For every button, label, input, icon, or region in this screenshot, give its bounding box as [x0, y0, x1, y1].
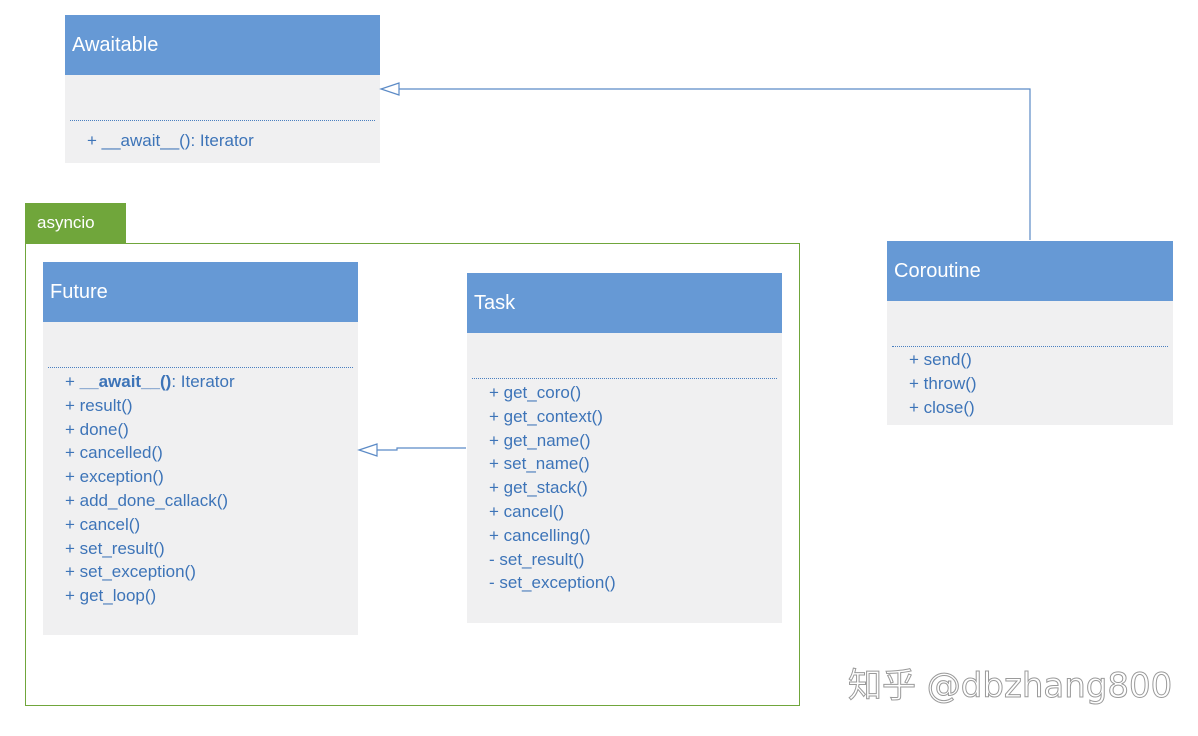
class-coroutine-header: Coroutine [887, 241, 1173, 301]
inheritance-arrowhead-icon [379, 82, 400, 96]
generalization-task-to-future [357, 443, 466, 457]
package-asyncio-frame [25, 243, 800, 706]
method-item: + set_exception() [65, 562, 196, 582]
class-future: Future + __await__(): Iterator + result(… [43, 262, 358, 635]
method-item: + add_done_callack() [65, 490, 229, 510]
method-item: + get_coro() [489, 383, 582, 402]
attribute-separator [892, 346, 1168, 347]
method-item: + get_loop() [65, 586, 157, 606]
class-future-name: Future [50, 280, 108, 303]
class-awaitable-name: Awaitable [72, 33, 159, 56]
method-item: - set_exception() [489, 573, 616, 593]
package-tab-asyncio: asyncio [25, 203, 126, 244]
method-item: - set_result() [489, 549, 585, 569]
method-item: + get_context() [489, 406, 603, 426]
method-item: + close() [909, 397, 975, 417]
class-task: Task + get_coro() + get_context() + get_… [467, 273, 782, 623]
class-future-methods: + __await__(): Iterator + result() + don… [65, 370, 235, 608]
package-name: asyncio [37, 213, 95, 232]
class-awaitable-header: Awaitable [65, 15, 380, 75]
method-item: + set_name() [489, 454, 590, 474]
watermark: 知乎 @dbzhang800 [847, 666, 1173, 707]
method-visibility: + [65, 372, 80, 391]
method-item: + get_stack() [489, 478, 588, 498]
class-coroutine: Coroutine + send() + throw() + close() [887, 241, 1173, 425]
method-item: + cancel() [65, 514, 141, 534]
method-item-await: + __await__(): Iterator [65, 370, 235, 394]
method-item: + exception() [65, 467, 164, 487]
class-future-header: Future [43, 262, 358, 322]
class-task-name: Task [474, 291, 516, 314]
method-item: + get_name() [489, 430, 591, 450]
attribute-separator [70, 120, 375, 121]
method-item: + set_result() [65, 538, 165, 558]
class-coroutine-name: Coroutine [894, 259, 981, 282]
class-awaitable: Awaitable + __await__(): Iterator [65, 15, 380, 163]
method-item: + cancel() [489, 501, 565, 521]
generalization-coroutine-to-awaitable [379, 82, 1031, 240]
method-item: + send() [909, 350, 972, 369]
class-coroutine-methods: + send() + throw() + close() [909, 348, 977, 419]
method-name-bold: __await__() [79, 372, 172, 391]
inheritance-arrowhead-icon [357, 443, 378, 457]
class-task-header: Task [467, 273, 782, 333]
method-item: + __await__(): Iterator [87, 131, 254, 150]
class-awaitable-methods: + __await__(): Iterator [87, 129, 254, 153]
attribute-separator [48, 367, 353, 368]
method-item: + cancelled() [65, 443, 163, 463]
attribute-separator [472, 378, 777, 379]
method-item: + result() [65, 395, 133, 415]
method-item: + done() [65, 419, 129, 439]
class-task-methods: + get_coro() + get_context() + get_name(… [489, 381, 616, 595]
method-item: + throw() [909, 373, 977, 393]
method-item: + cancelling() [489, 525, 591, 545]
method-return-type: : Iterator [171, 372, 235, 391]
